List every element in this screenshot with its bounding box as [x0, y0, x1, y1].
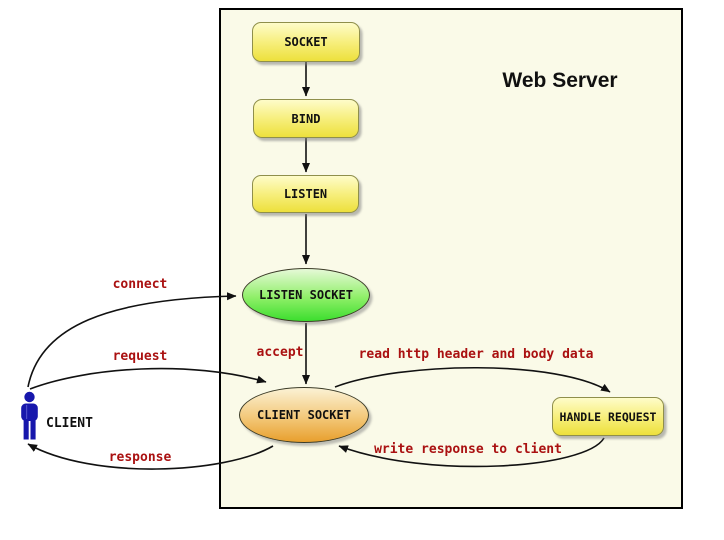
node-socket: SOCKET — [252, 22, 360, 62]
client-label: CLIENT — [46, 416, 93, 431]
node-listen-socket: LISTEN SOCKET — [242, 268, 370, 322]
web-server-title: Web Server — [502, 69, 618, 92]
node-client-socket-label: CLIENT SOCKET — [257, 408, 351, 422]
node-listen-label: LISTEN — [283, 187, 328, 201]
node-handle-request: HANDLE REQUEST — [552, 397, 664, 436]
edge-label-read-http: read http header and body data — [358, 347, 594, 362]
edge-label-response: response — [108, 450, 172, 465]
node-bind-label: BIND — [291, 111, 321, 126]
edge-label-connect: connect — [112, 277, 168, 292]
edge-label-accept: accept — [256, 345, 304, 360]
node-bind: BIND — [253, 99, 359, 138]
arrow-connect — [27, 292, 237, 388]
node-listen-socket-label: LISTEN SOCKET — [259, 288, 353, 302]
client-person-icon — [21, 391, 38, 440]
edge-label-write-response: write response to client — [374, 442, 562, 457]
node-listen: LISTEN — [252, 175, 359, 213]
node-socket-label: SOCKET — [284, 35, 328, 49]
node-handle-request-label: HANDLE REQUEST — [559, 409, 657, 424]
node-client-socket: CLIENT SOCKET — [239, 387, 369, 443]
edge-label-request: request — [112, 349, 168, 364]
